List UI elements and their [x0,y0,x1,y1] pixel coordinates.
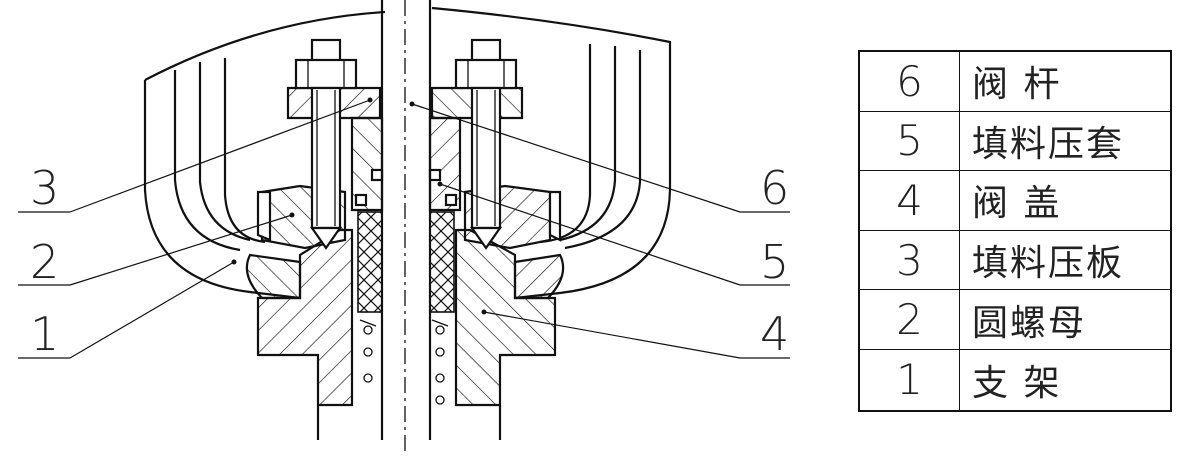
packing-rings [357,211,455,313]
part-name: 支 架 [972,362,1062,404]
part-number: 5 [860,111,960,171]
part-name: 阀 杆 [972,64,1062,106]
bonnet-part [256,228,557,440]
callout-3: 3 [30,161,59,215]
part-number: 2 [860,290,960,349]
parts-row: 5 填料压套 [860,111,1170,172]
bracket-part [143,6,672,300]
valve-stem-part [380,0,432,456]
callout-4: 4 [760,307,789,361]
part-number: 1 [860,350,960,410]
part-name: 填料压板 [972,243,1125,285]
part-number: 4 [860,171,960,230]
callout-2: 2 [30,235,59,289]
round-nut-part [256,184,562,250]
spring [359,319,449,405]
part-name: 阀 盖 [972,183,1062,225]
parts-row: 3 填料压板 [860,230,1170,291]
parts-row: 4 阀 盖 [860,171,1170,231]
bolt-right [454,38,518,250]
bolt-left [294,38,358,250]
part-name: 填料压套 [972,123,1125,165]
part-name: 圆螺母 [972,302,1087,344]
leader-lines [18,97,790,359]
callout-5: 5 [760,235,789,289]
callout-6: 6 [760,161,789,215]
part-number: 3 [860,230,960,290]
parts-row: 1 支 架 [860,350,1170,410]
parts-row: 6 阀 杆 [860,52,1170,112]
part-number: 6 [860,52,960,111]
bracket-lugs [245,253,565,300]
parts-list-table: 6 阀 杆 5 填料压套 4 阀 盖 3 填料压板 2 圆螺母 1 支 架 [858,50,1172,412]
parts-row: 2 圆螺母 [860,290,1170,350]
callout-1: 1 [30,307,59,361]
packing-sleeve-part [350,116,462,212]
